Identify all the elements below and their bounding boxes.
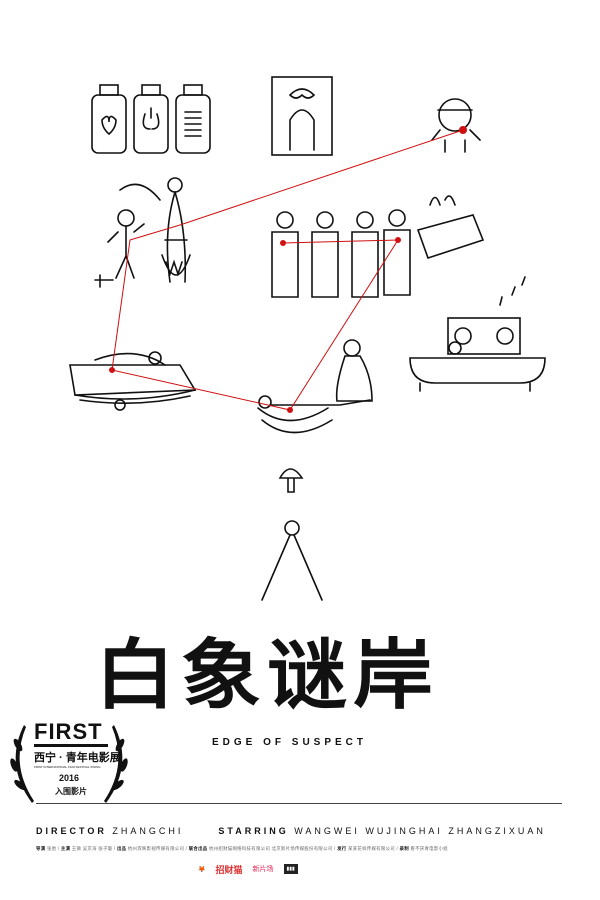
divider bbox=[34, 744, 108, 747]
credit-label: 联合出品 bbox=[188, 846, 208, 851]
festival-laurel: FIRST 西宁 · 青年电影展 FIRST INTERNATIONAL FIL… bbox=[4, 715, 134, 805]
sponsor-logos: 🦊 招财猫 新片场 ▮▮▮ bbox=[198, 862, 298, 876]
festival-selection: 入围影片 bbox=[55, 787, 87, 796]
sponsor-logo-xinpianchang: 新片场 bbox=[252, 866, 274, 873]
bound-head-illustration bbox=[431, 98, 481, 153]
main-credits: DIRECTOR ZHANGCHI STARRING WANGWEI WUJIN… bbox=[36, 826, 566, 836]
laurel-wreath-icon bbox=[10, 725, 128, 803]
divider-line bbox=[36, 803, 562, 804]
credit-block: 导演 张弛 / 主演 王微 吴京海 张子璇 / 出品 杭州宾映影视传媒有限公司 … bbox=[36, 846, 566, 852]
festival-name: FIRST bbox=[34, 719, 103, 744]
red-connection-lines bbox=[109, 129, 464, 413]
credit-value: 王微 吴京海 张子璇 / bbox=[71, 846, 116, 851]
credit-value: 看不厌青电影小组 bbox=[410, 846, 448, 851]
tongs-illustration bbox=[261, 520, 323, 601]
festival-name-cn: 西宁 · 青年电影展 bbox=[34, 752, 121, 764]
starring-label: STARRING bbox=[218, 826, 289, 836]
credit-value: 杭州宾映影视传媒有限公司 / bbox=[127, 846, 188, 851]
director-name: ZHANGCHI bbox=[112, 826, 184, 836]
starring-names: WANGWEI WUJINGHAI ZHANGZIXUAN bbox=[294, 826, 546, 836]
mushroom-illustration bbox=[278, 468, 304, 493]
bathtub-radio-illustration bbox=[409, 276, 546, 392]
credit-label: 出品 bbox=[116, 846, 127, 851]
fishing-figure-illustration bbox=[94, 177, 191, 288]
memorial-portrait-illustration bbox=[271, 76, 333, 156]
bed-illustration bbox=[69, 351, 197, 411]
credit-value: 杭州招财猫网络科技有限公司 北京新片场传媒股份有限公司 / bbox=[209, 846, 336, 851]
crime-scene-illustration bbox=[257, 339, 373, 434]
robed-figures-illustration bbox=[271, 209, 411, 298]
film-subtitle: EDGE OF SUSPECT bbox=[212, 737, 368, 748]
bottles-illustration bbox=[91, 84, 211, 154]
film-title-logo: 白象谜岸 bbox=[95, 630, 439, 720]
coffin-illustration bbox=[416, 195, 485, 260]
credit-label: 主演 bbox=[60, 846, 71, 851]
credit-label: 导演 bbox=[36, 846, 46, 851]
illustration-artwork bbox=[69, 76, 546, 601]
credit-label: 录制 bbox=[399, 846, 409, 851]
studio-logo-icon: ▮▮▮ bbox=[283, 864, 298, 874]
credit-value: 张弛 / bbox=[46, 846, 60, 851]
festival-name-en: FIRST INTERNATIONAL FILM FESTIVAL XINING bbox=[34, 765, 101, 769]
sponsor-logo-zhaocaimao: 招财猫 bbox=[215, 864, 243, 875]
director-label: DIRECTOR bbox=[36, 826, 107, 836]
credit-value: 某某花样传媒有限公司 / bbox=[348, 846, 398, 851]
fox-logo-icon: 🦊 bbox=[198, 866, 206, 873]
credit-label: 发行 bbox=[337, 846, 347, 851]
festival-year: 2016 bbox=[59, 773, 80, 783]
